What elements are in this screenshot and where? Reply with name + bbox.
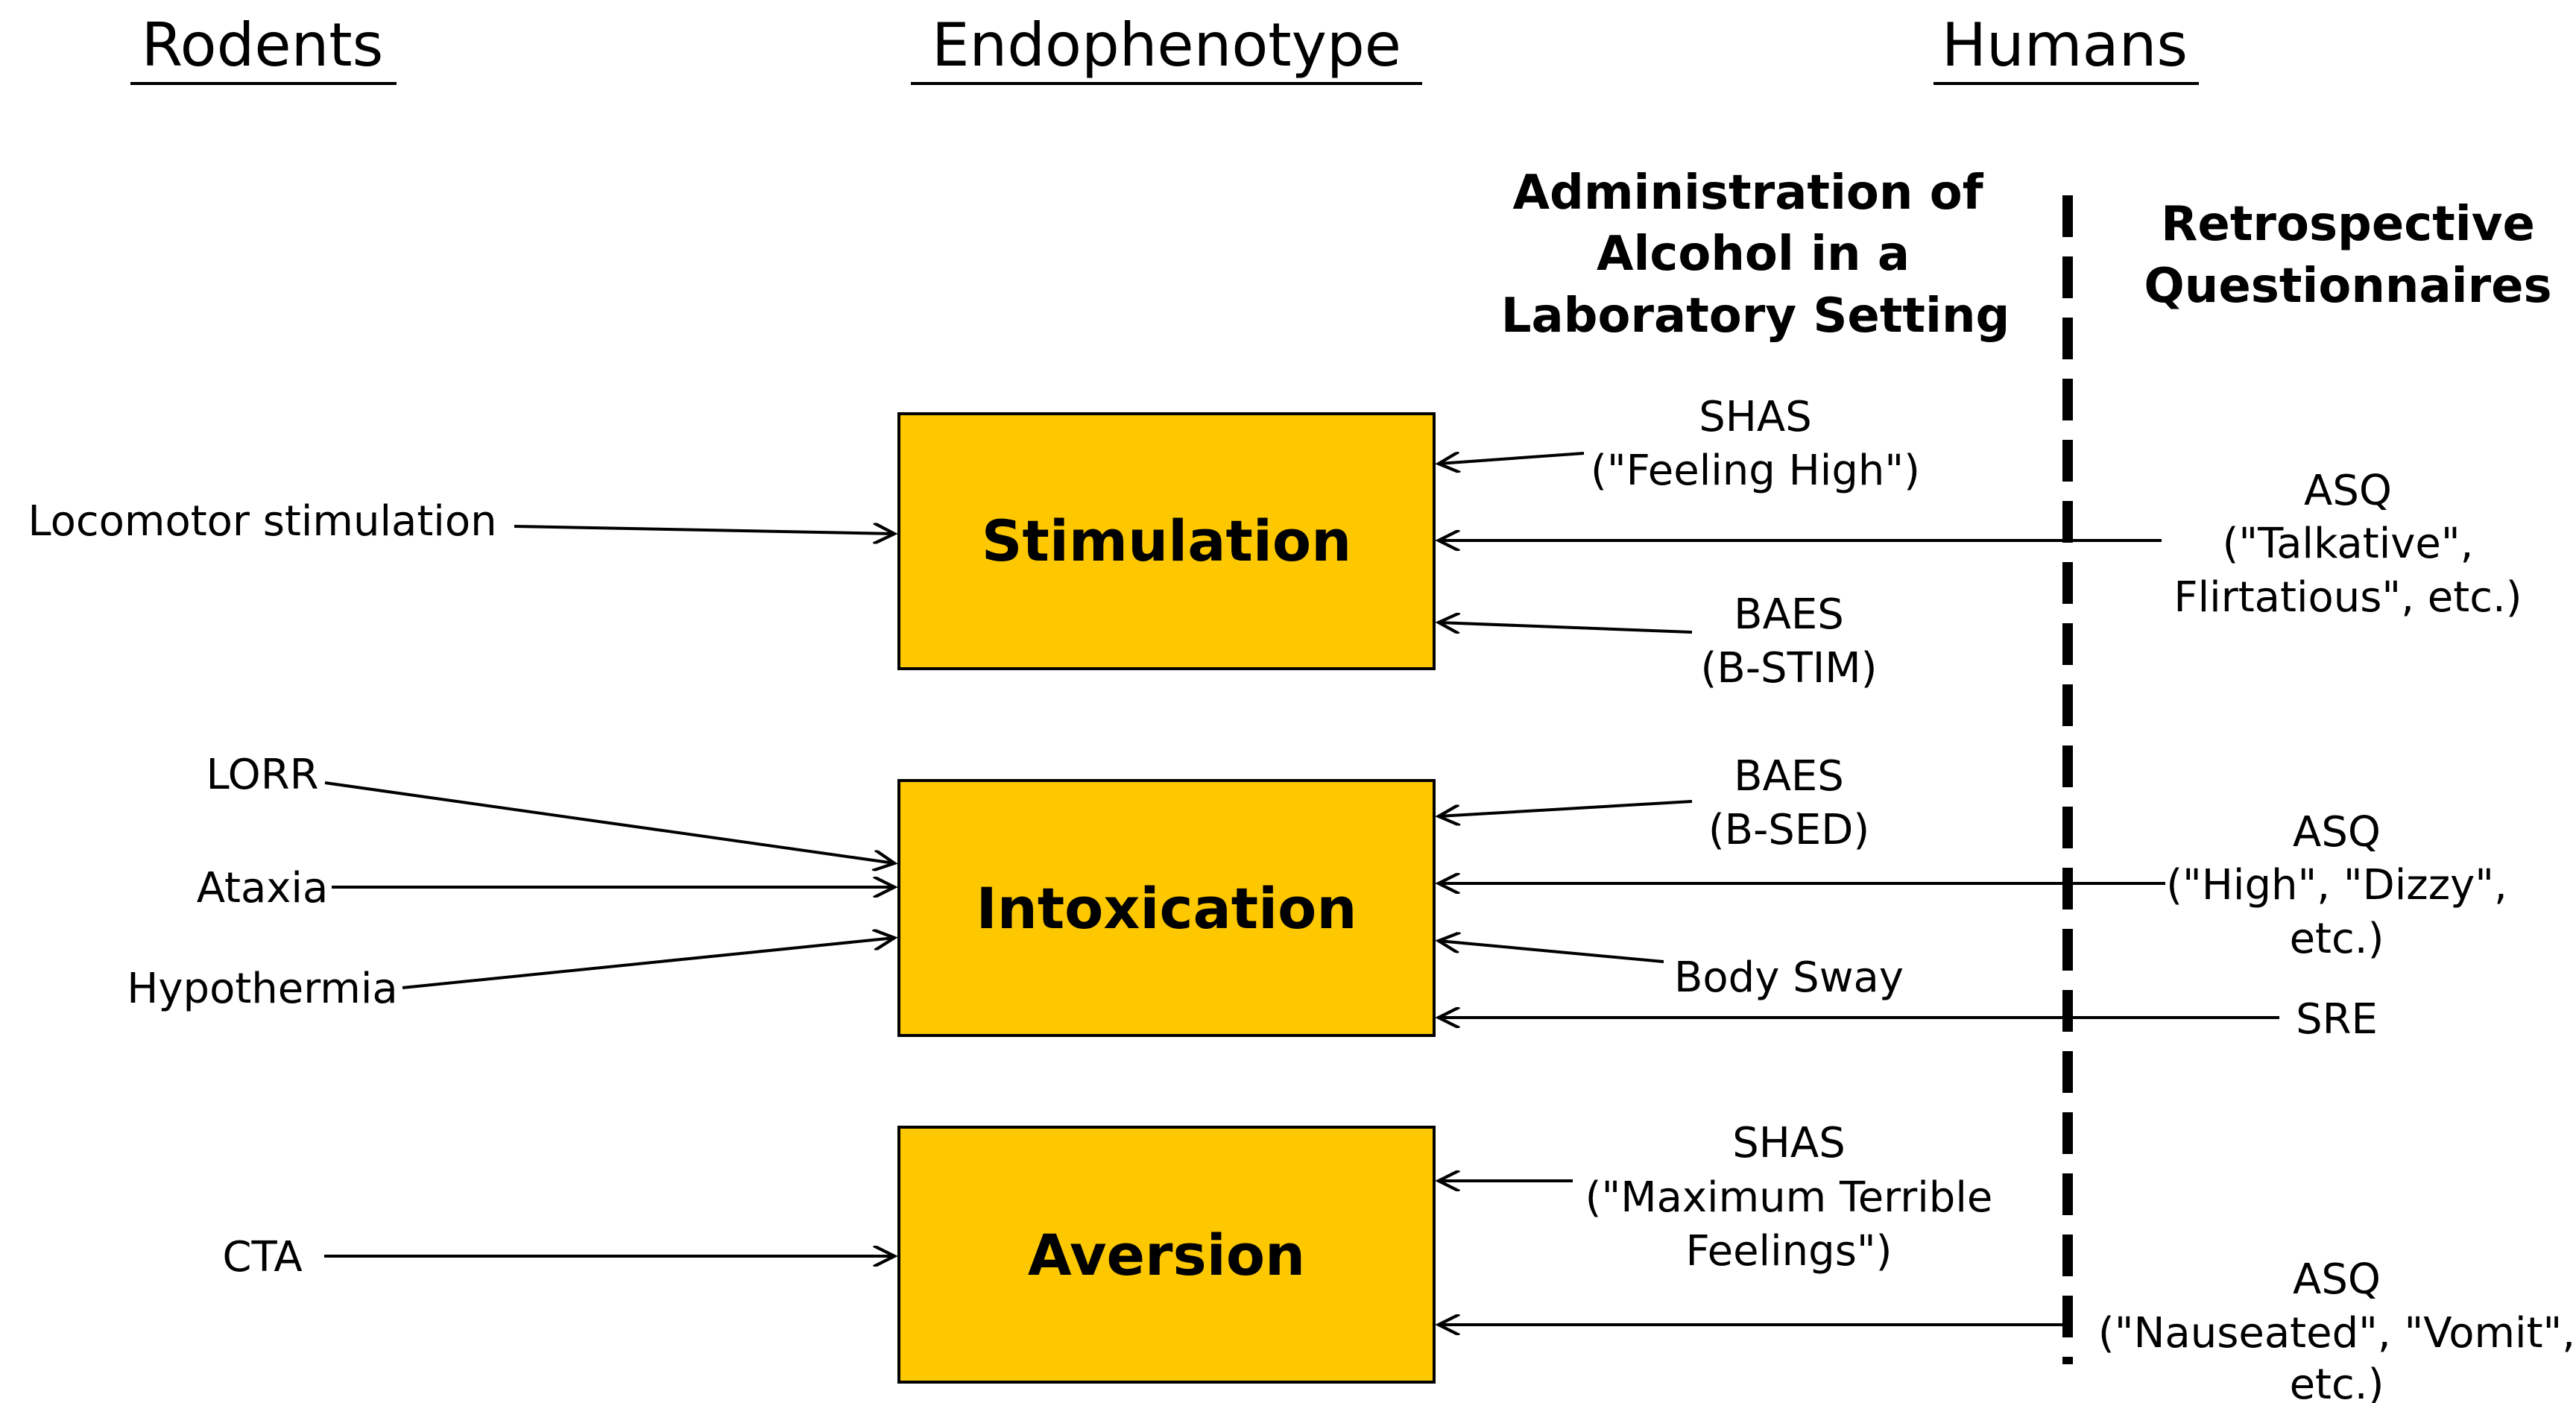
retro-sre: SRE (2296, 995, 2378, 1044)
retro-asq-stim-line-3: Flirtatious", etc.) (2174, 573, 2522, 622)
arrow-lorr-to-intoxication (324, 781, 894, 863)
lab-baes-sed-line-2: (B-SED) (1708, 806, 1869, 854)
arrow-baes-stim-to-stimulation (1439, 622, 1693, 632)
retro-asq-stim-line-1: ASQ (2304, 467, 2392, 515)
arrow-baes-sed-to-intoxication (1439, 800, 1693, 816)
lab-baes-sed-line-1: BAES (1734, 752, 1844, 801)
retro-asq-aversion-line-1: ASQ (2293, 1255, 2381, 1304)
rodent-cta: CTA (222, 1233, 302, 1281)
header-endophenotype: Endophenotype (932, 10, 1401, 80)
header-rodents: Rodents (142, 10, 384, 80)
arrow-shas-high-to-stimulation (1439, 453, 1585, 464)
lab-baes-stim-line-1: BAES (1734, 590, 1844, 639)
rodent-lorr: LORR (206, 751, 318, 799)
box-intoxication-label: Intoxication (976, 875, 1357, 942)
subheader-retro-line-1: Retrospective (2161, 197, 2535, 252)
lab-shas-high-line-2: ("Feeling High") (1591, 447, 1920, 495)
arrow-hypothermia-to-intoxication (402, 938, 894, 989)
rodent-ataxia: Ataxia (197, 864, 329, 912)
subheader-lab-line-3: Laboratory Setting (1501, 289, 2010, 344)
rodent-locomotor-stimulation: Locomotor stimulation (28, 497, 496, 546)
retro-asq-intox-line-3: etc.) (2290, 915, 2384, 963)
subheader-lab-line-2: Alcohol in a (1597, 227, 1910, 282)
box-stimulation (897, 412, 1436, 670)
box-stimulation-label: Stimulation (982, 508, 1351, 574)
arrow-body-sway-to-intoxication (1439, 941, 1664, 963)
lab-baes-stim-line-2: (B-STIM) (1701, 644, 1878, 693)
subheader-lab-line-1: Administration of (1512, 165, 1983, 221)
lab-body-sway: Body Sway (1674, 953, 1904, 1002)
retro-asq-intox-line-2: ("High", "Dizzy", (2166, 861, 2507, 909)
retro-asq-intox-line-1: ASQ (2293, 808, 2381, 857)
retro-asq-aversion-line-2: ("Nauseated", "Vomit", (2098, 1309, 2575, 1358)
lab-shas-high-line-1: SHAS (1699, 393, 1812, 441)
lab-shas-terrible-line-1: SHAS (1732, 1119, 1846, 1167)
box-aversion (897, 1126, 1436, 1384)
header-humans: Humans (1942, 10, 2188, 80)
subheader-retro-line-2: Questionnaires (2144, 259, 2551, 314)
box-intoxication (897, 779, 1436, 1037)
lab-shas-terrible-line-2: ("Maximum Terrible (1585, 1173, 1993, 1222)
arrow-locomotor-to-stimulation (514, 526, 894, 534)
box-aversion-label: Aversion (1028, 1222, 1305, 1288)
rodent-hypothermia: Hypothermia (127, 965, 397, 1013)
retro-asq-stim-line-2: ("Talkative", (2223, 520, 2474, 568)
lab-shas-terrible-line-3: Feelings") (1686, 1227, 1892, 1276)
retro-asq-aversion-line-3: etc.) (2290, 1361, 2384, 1403)
